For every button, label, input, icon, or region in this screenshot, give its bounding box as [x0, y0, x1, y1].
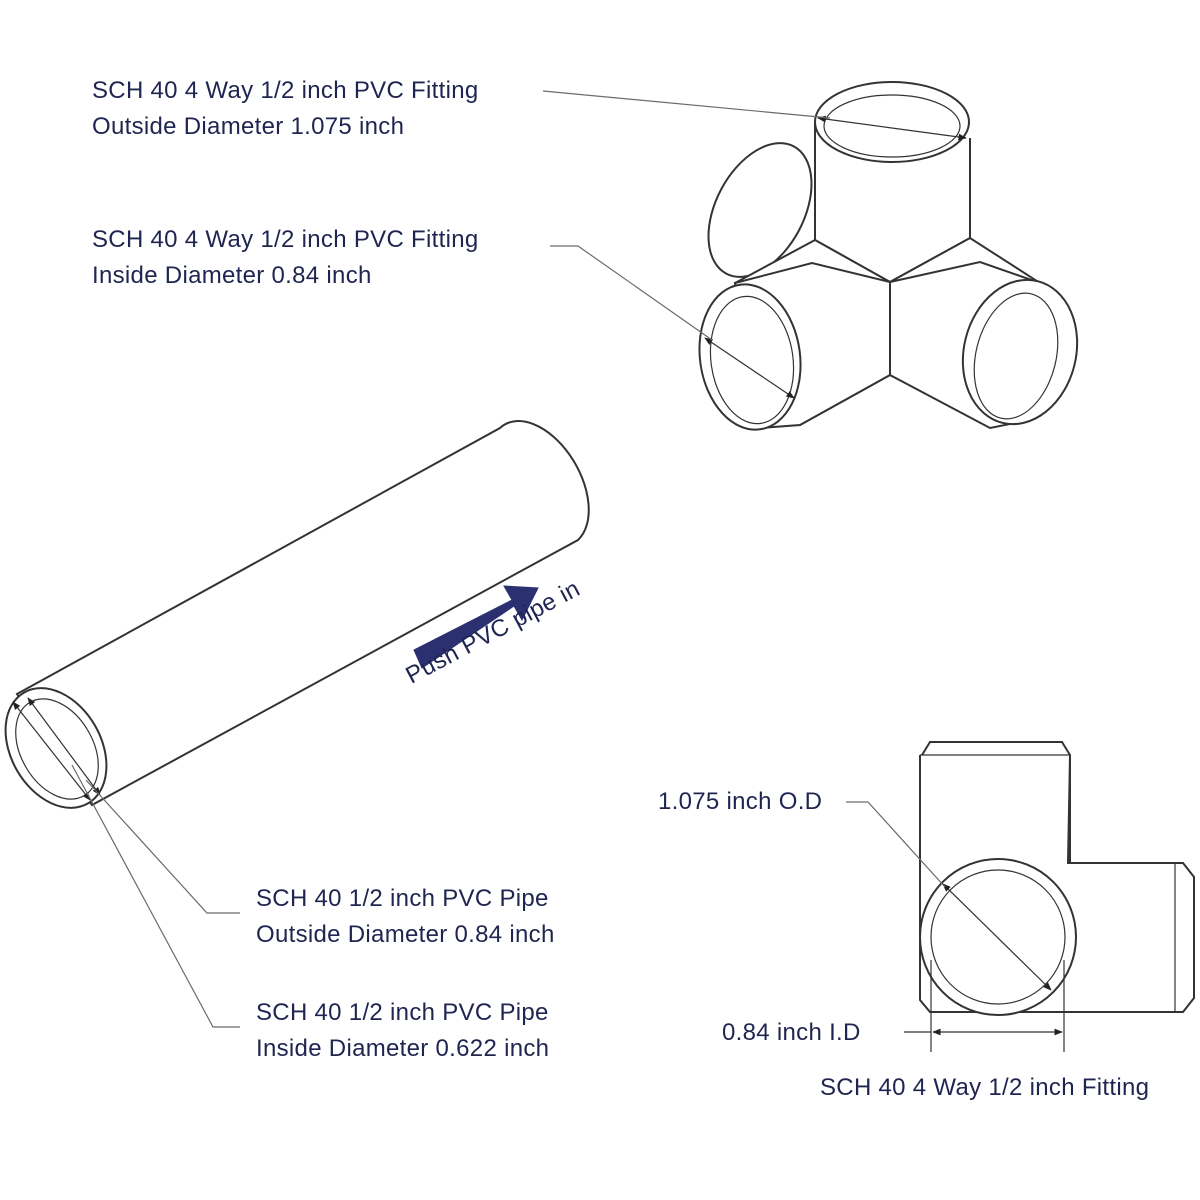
pipe-od-leader: [85, 779, 240, 914]
pipe-id-label-line1: SCH 40 1/2 inch PVC Pipe: [256, 999, 549, 1026]
fitting-id-label-line2: Inside Diameter 0.84 inch: [92, 262, 372, 289]
fitting-od-dimension: [817, 115, 967, 141]
pipe-od-label: SCH 40 1/2 inch PVC Pipe Outside Diamete…: [256, 881, 555, 953]
fitting-od-label: SCH 40 4 Way 1/2 inch PVC Fitting Outsid…: [92, 73, 479, 145]
side-view-caption: SCH 40 4 Way 1/2 inch Fitting: [820, 1074, 1150, 1101]
four-way-fitting-side-view: [919, 741, 1195, 1016]
pipe-id-label-line2: Inside Diameter 0.622 inch: [256, 1035, 550, 1062]
side-od-leader: [846, 801, 946, 888]
side-od-dimension: [942, 883, 1052, 991]
hub-seams: [814, 237, 971, 375]
pipe-id-leader: [71, 764, 240, 1028]
pipe-od-label-line1: SCH 40 1/2 inch PVC Pipe: [256, 885, 549, 912]
side-socket-outer: [919, 858, 1077, 1016]
fitting-id-leader: [550, 245, 713, 341]
side-od-label: 1.075 inch O.D: [658, 788, 823, 815]
right-socket-rim: [961, 278, 1079, 426]
pipe-id-label: SCH 40 1/2 inch PVC Pipe Inside Diameter…: [256, 995, 549, 1067]
fitting-od-label-line2: Outside Diameter 1.075 inch: [92, 113, 405, 140]
fitting-id-dimension: [704, 337, 795, 399]
side-socket-inner: [930, 869, 1066, 1005]
pipe-body: [15, 420, 590, 807]
fitting-id-label: SCH 40 4 Way 1/2 inch PVC Fitting Inside…: [92, 222, 479, 294]
right-socket-bore: [973, 292, 1059, 420]
push-direction-arrow: [413, 585, 539, 669]
top-socket-rim: [814, 81, 970, 163]
pipe-id-dimension: [27, 697, 101, 796]
four-way-fitting-isometric: [698, 81, 1079, 431]
side-id-label: 0.84 inch I.D: [722, 1019, 861, 1046]
pipe-od-label-line2: Outside Diameter 0.84 inch: [256, 921, 555, 948]
fitting-od-label-line1: SCH 40 4 Way 1/2 inch PVC Fitting: [92, 77, 479, 104]
fitting-od-leader: [542, 90, 831, 119]
back-left-socket: [707, 142, 813, 278]
fitting-id-label-line1: SCH 40 4 Way 1/2 inch PVC Fitting: [92, 226, 479, 253]
